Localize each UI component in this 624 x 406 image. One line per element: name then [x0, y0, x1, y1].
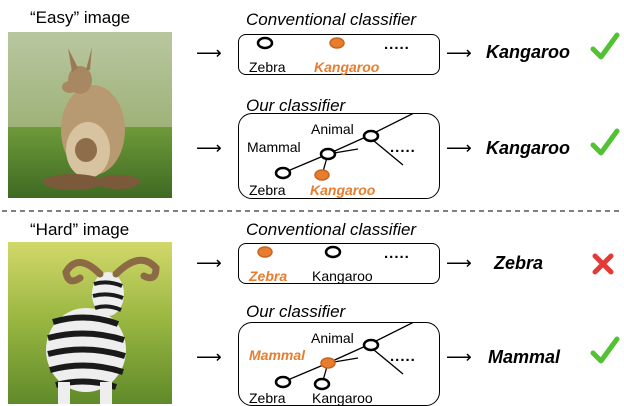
- easy-conventional-heading: Conventional classifier: [246, 10, 417, 29]
- cross-icon: [592, 253, 614, 275]
- hard-conventional-result: Zebra: [494, 253, 544, 273]
- easy-ours-heading: Our classifier: [246, 96, 346, 115]
- easy-conventional-box: [238, 34, 440, 75]
- arrow-easy-conventional-result: ⟶: [446, 43, 472, 63]
- hard-ours-result: Mammal: [488, 347, 561, 367]
- easy-ours-animal-label: Animal: [311, 121, 354, 137]
- hard-ours-mammal-label: Mammal: [249, 347, 306, 363]
- arrow-easy-ours: ⟶: [196, 138, 222, 158]
- section-divider: [2, 210, 622, 212]
- kangaroo-photo: [8, 32, 172, 198]
- easy-ours-zebra-label: Zebra: [249, 182, 286, 198]
- easy-ours-mammal-label: Mammal: [247, 139, 301, 155]
- hard-conventional-kangaroo-label: Kangaroo: [312, 268, 373, 284]
- arrow-hard-ours-result: ⟶: [446, 347, 472, 367]
- hard-ours-ellipsis: .....: [390, 348, 416, 365]
- easy-ours-result: Kangaroo: [486, 138, 571, 158]
- easy-ours-ellipsis: .....: [390, 139, 416, 156]
- easy-ours-kangaroo-label: Kangaroo: [310, 182, 376, 198]
- hard-conventional-heading: Conventional classifier: [246, 220, 417, 239]
- easy-conventional-kangaroo-label: Kangaroo: [314, 59, 380, 75]
- arrow-hard-conventional-result: ⟶: [446, 253, 472, 273]
- check-icon: [590, 336, 620, 364]
- easy-conventional-result: Kangaroo: [486, 42, 571, 62]
- hard-conventional-zebra-label: Zebra: [249, 268, 288, 284]
- easy-image-caption: “Easy” image: [30, 8, 131, 27]
- arrow-easy-ours-result: ⟶: [446, 138, 472, 158]
- hard-conventional-box: [238, 243, 440, 284]
- easy-conventional-zebra-label: Zebra: [249, 59, 286, 75]
- zebra-photo: [8, 242, 172, 404]
- easy-ours-box: [238, 113, 440, 199]
- hard-ours-tree: [274, 322, 416, 391]
- hard-ours-kangaroo-label: Kangaroo: [312, 390, 373, 406]
- hard-conventional-nodes: [257, 245, 342, 259]
- hard-ours-heading: Our classifier: [246, 302, 346, 321]
- check-icon: [590, 128, 620, 156]
- hard-image-caption: “Hard” image: [30, 220, 130, 239]
- hard-ours-zebra-label: Zebra: [249, 390, 286, 406]
- easy-conventional-ellipsis: .....: [384, 36, 410, 53]
- check-icon: [590, 32, 620, 60]
- hard-ours-animal-label: Animal: [311, 330, 354, 346]
- arrow-hard-conventional: ⟶: [196, 253, 222, 273]
- arrow-easy-conventional: ⟶: [196, 43, 222, 63]
- hard-conventional-ellipsis: .....: [384, 245, 410, 262]
- arrow-hard-ours: ⟶: [196, 347, 222, 367]
- easy-ours-tree: [274, 113, 416, 181]
- easy-conventional-nodes: [256, 36, 345, 50]
